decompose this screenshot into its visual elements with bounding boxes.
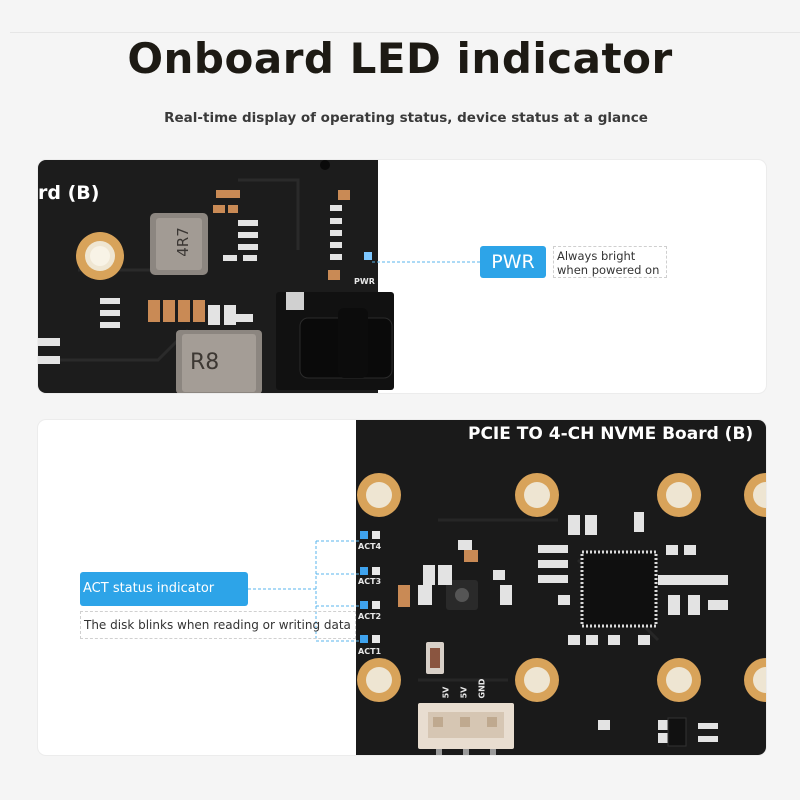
pwr-silkscreen: PWR bbox=[354, 277, 375, 286]
top-divider bbox=[10, 32, 800, 33]
pin-label-5v-b: 5V bbox=[459, 686, 469, 699]
pin-label-gnd: GND bbox=[477, 678, 487, 699]
led-label-act3: ACT3 bbox=[358, 577, 382, 586]
pin-label-5v-a: 5V bbox=[441, 686, 451, 699]
led-label-act1: ACT1 bbox=[358, 647, 382, 656]
pwr-led-card: rd (B) 4R7 R8 PWR PWR Always bright when… bbox=[38, 160, 766, 393]
act-board-photo bbox=[248, 420, 766, 755]
pwr-board-photo bbox=[38, 160, 480, 393]
act-description: The disk blinks when reading or writing … bbox=[80, 611, 356, 639]
inductor-label-2: R8 bbox=[190, 350, 220, 375]
led-label-act2: ACT2 bbox=[358, 612, 382, 621]
act-led-card: PCIE TO 4-CH NVME Board (B) ACT4 ACT3 AC… bbox=[38, 420, 766, 755]
act-badge: ACT status indicator bbox=[80, 572, 248, 606]
board-bottom-label: PCIE TO 4-CH NVME Board (B) bbox=[468, 424, 754, 444]
pwr-badge: PWR bbox=[480, 246, 546, 278]
page-title: Onboard LED indicator bbox=[127, 34, 673, 83]
pwr-description: Always bright when powered on bbox=[553, 246, 667, 278]
board-top-label: rd (B) bbox=[38, 182, 100, 204]
page-subtitle: Real-time display of operating status, d… bbox=[164, 110, 648, 126]
inductor-label-1: 4R7 bbox=[173, 227, 192, 257]
led-label-act4: ACT4 bbox=[358, 542, 382, 551]
